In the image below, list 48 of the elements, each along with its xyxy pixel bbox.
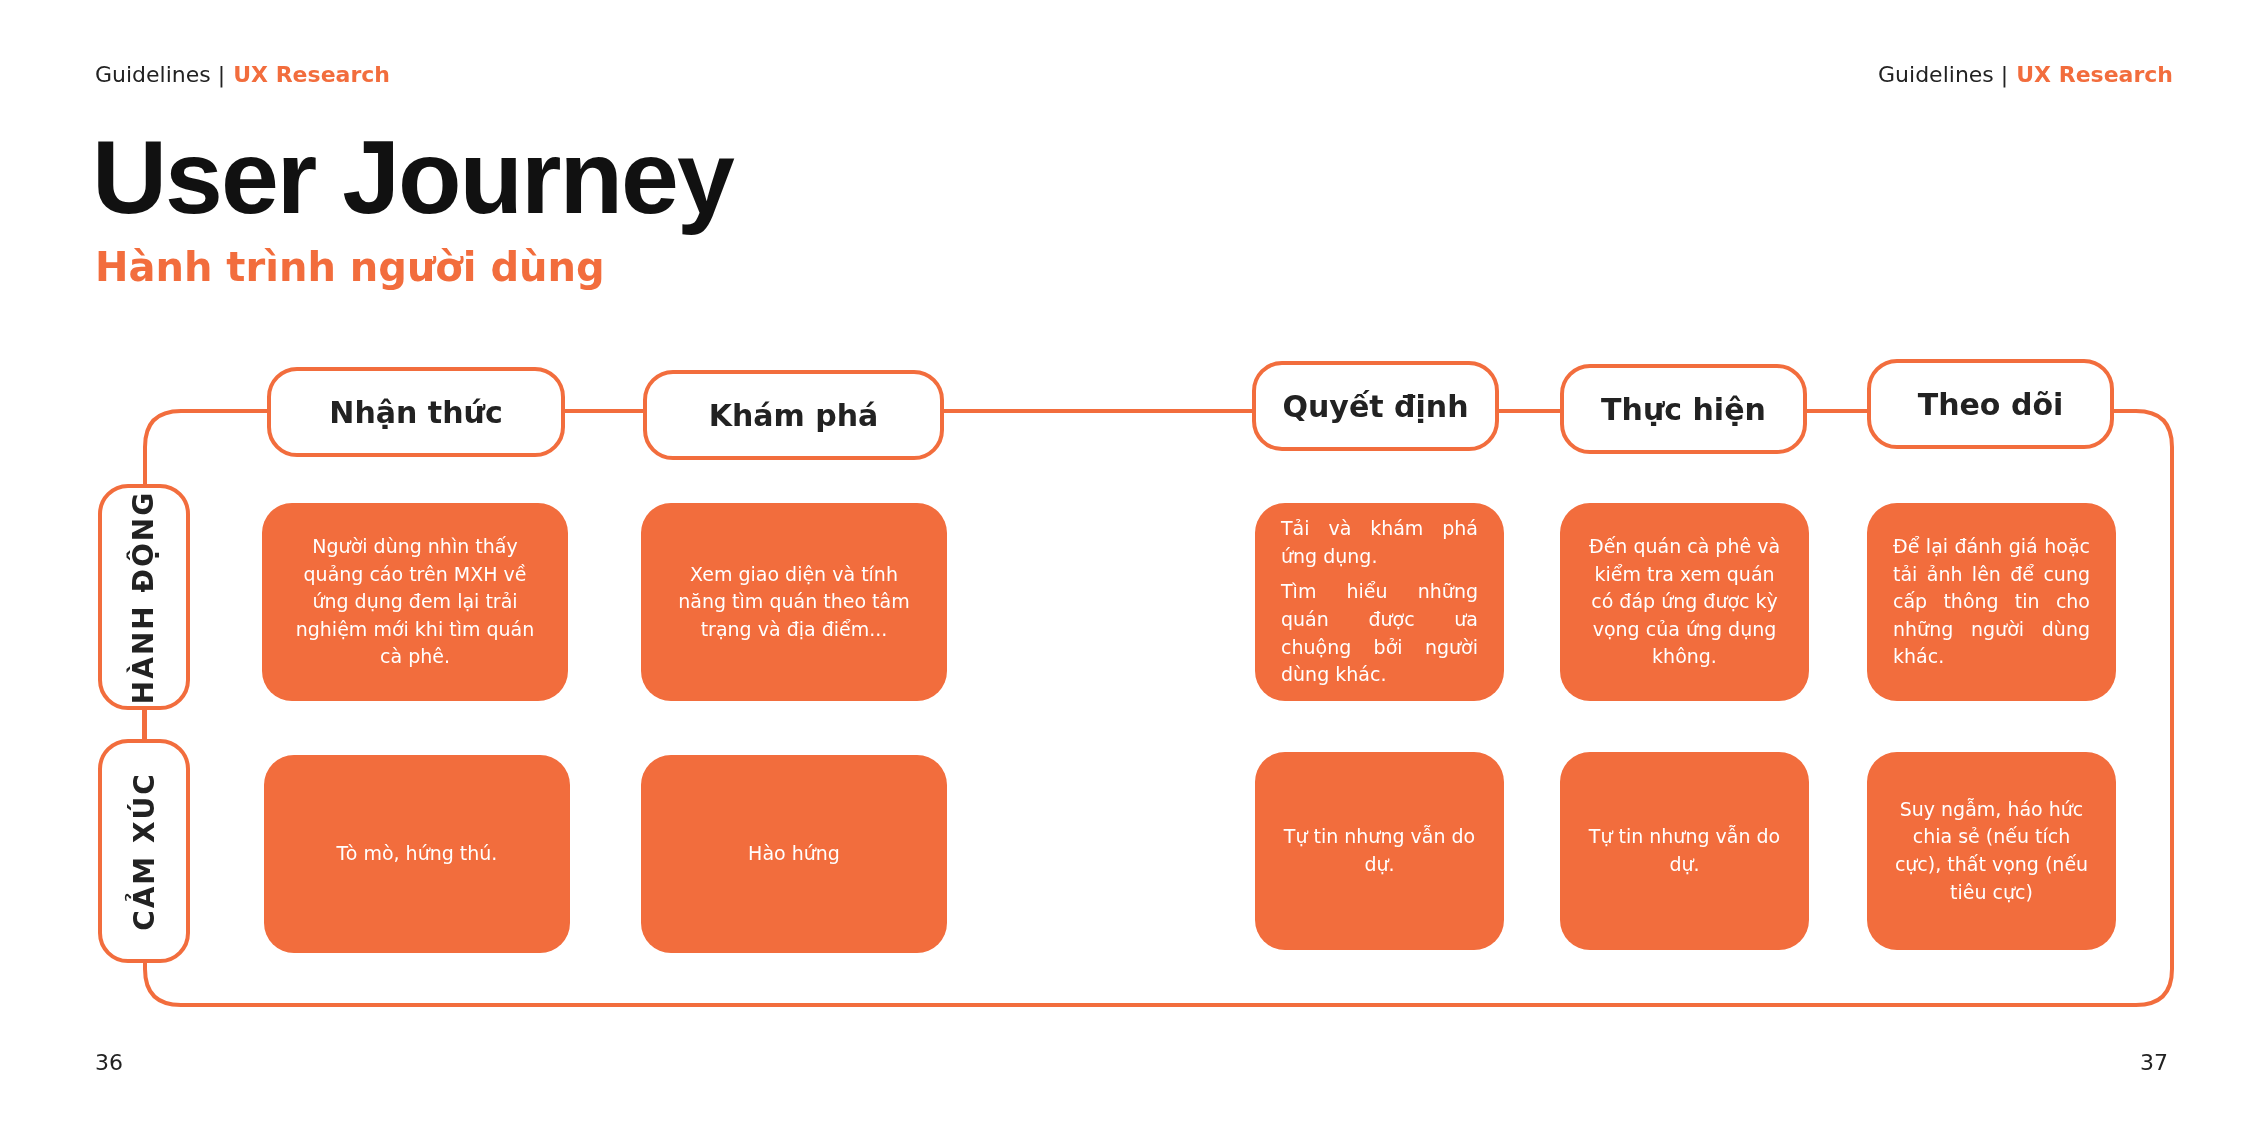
connector-line [1807, 409, 1867, 413]
journey-card [1867, 503, 2116, 701]
stage-title: Theo dõi [1917, 386, 2064, 422]
card-text: Người dùng nhìn thấy quảng cáo trên MXH về ứng dụng đem lại trải nghiệm mới khi tìm quán cà phê. [294, 534, 536, 670]
journey-card [264, 755, 570, 953]
journey-card [1255, 752, 1504, 950]
card-text: Đến quán cà phê và kiểm tra xem quán có đáp ứng được kỳ vọng của ứng dụng không. [1587, 534, 1782, 670]
row-label-box [98, 484, 190, 710]
header-text: Guidelines | [1878, 62, 2009, 87]
journey-card [262, 503, 568, 701]
card-text: Hào hứng [748, 841, 840, 867]
journey-card [1255, 503, 1504, 701]
stage-title: Khám phá [708, 397, 879, 433]
journey-card [641, 503, 947, 701]
journey-card [1560, 503, 1809, 701]
page-number: 36 [95, 1050, 123, 1075]
stage-title: Quyết định [1282, 388, 1469, 424]
stage-box [1252, 361, 1499, 451]
stage-title: Nhận thức [329, 394, 503, 430]
page-subtitle: Hành trình người dùng [95, 244, 605, 290]
connector-line [565, 409, 643, 413]
row-title: CẢM XÚC [127, 771, 161, 931]
journey-card [1560, 752, 1809, 950]
card-text: Suy ngẫm, háo hức chia sẻ (nếu tích cực), thất vọng (nếu tiêu cực) [1893, 796, 2090, 905]
card-text: Tò mò, hứng thú. [336, 841, 498, 867]
page-title: User Journey [92, 118, 733, 237]
header-section: UX Research [233, 62, 390, 87]
page-number: 37 [2140, 1050, 2168, 1075]
row-title: HÀNH ĐỘNG [127, 490, 161, 704]
journey-card [1867, 752, 2116, 950]
stage-box [1560, 364, 1807, 454]
card-text: Tự tin nhưng vẫn do dự. [1282, 824, 1477, 877]
journey-card [641, 755, 947, 953]
header-text: Guidelines | [95, 62, 226, 87]
stage-box [1867, 359, 2114, 449]
row-label-box [98, 739, 190, 963]
connector-line [142, 710, 146, 739]
connector-line [1499, 409, 1560, 413]
card-text: Tải và khám phá ứng dụng. [1281, 516, 1478, 569]
stage-box [267, 367, 565, 457]
card-text: Để lại đánh giá hoặc tải ảnh lên để cung cấp thông tin cho những người dùng khác. [1893, 534, 2090, 670]
card-text: Tìm hiểu những quán được ưa chuộng bởi người dùng khác. [1281, 579, 1478, 688]
stage-title: Thực hiện [1601, 391, 1766, 427]
card-text: Tự tin nhưng vẫn do dự. [1587, 824, 1782, 877]
connector-line [944, 409, 1252, 413]
header-section: UX Research [2016, 62, 2173, 87]
card-text: Xem giao diện và tính năng tìm quán theo tâm trạng và địa điểm... [677, 561, 911, 642]
stage-box [643, 370, 944, 460]
